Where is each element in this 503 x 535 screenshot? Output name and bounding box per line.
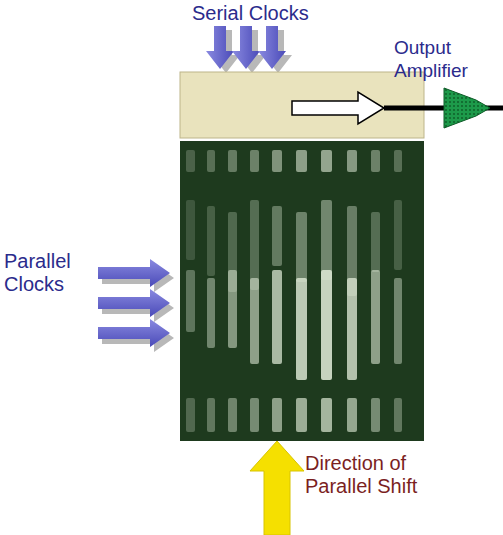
serial-clocks-label: Serial Clocks [192, 2, 352, 25]
parallel-clock-arrows [98, 259, 174, 352]
amplifier-symbol [444, 88, 490, 128]
serial-clock-arrows [206, 26, 292, 73]
direction-label: Direction of Parallel Shift [305, 452, 455, 498]
serial-register [180, 72, 424, 138]
output-amplifier-label: Output Amplifier [394, 36, 498, 82]
serial-shift-arrow [292, 92, 384, 124]
parallel-shift-arrow [250, 441, 304, 535]
parallel-clocks-label: Parallel Clocks [4, 250, 96, 296]
ccd-array [180, 141, 424, 441]
